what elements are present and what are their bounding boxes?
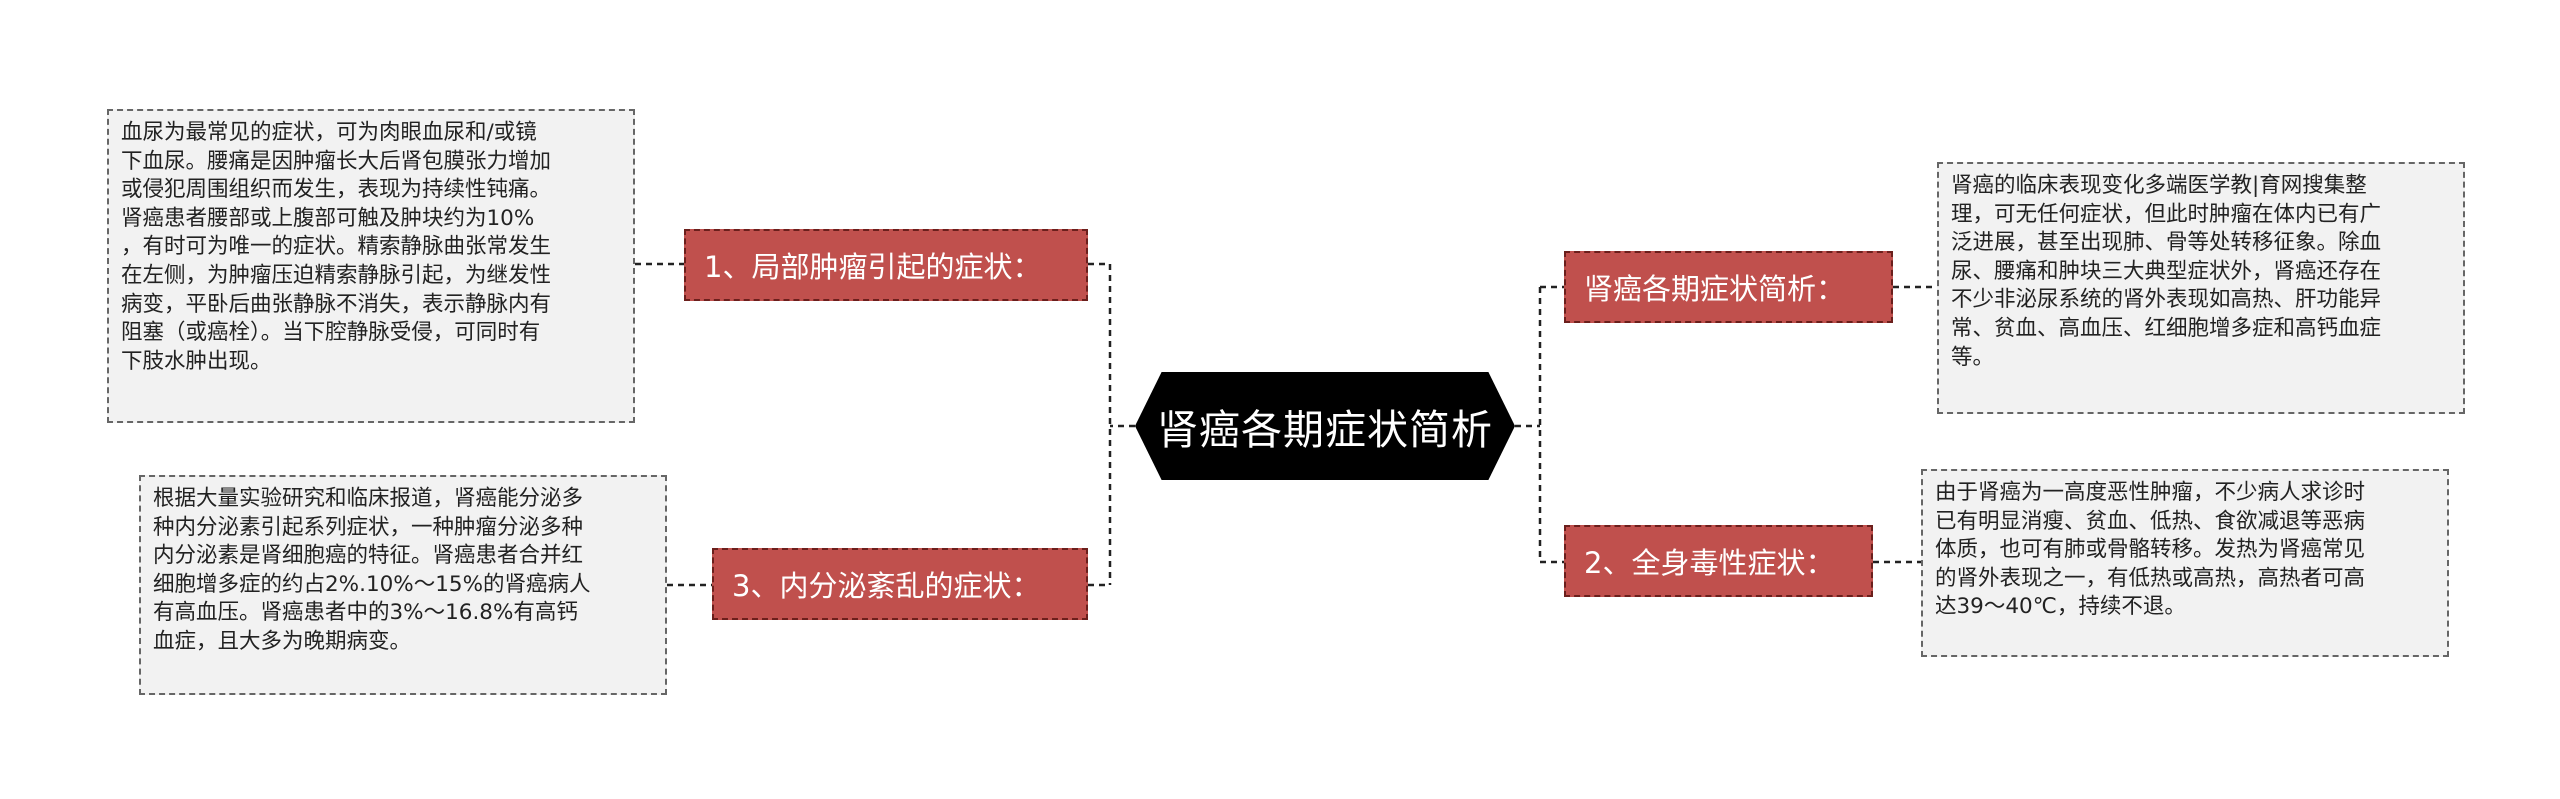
branch-local-tumor-symptoms[interactable]: 1、局部肿瘤引起的症状： <box>684 229 1088 301</box>
note-line: 等。 <box>1951 344 1995 370</box>
central-topic-label: 肾癌各期症状简析 <box>1157 406 1493 454</box>
central-topic[interactable]: 肾癌各期症状简析 <box>1135 372 1515 480</box>
note-line: 下血尿。腰痛是因肿瘤长大后肾包膜张力增加 <box>121 148 552 174</box>
note-line: 的肾外表现之一，有低热或高热，高热者可高 <box>1935 565 2366 591</box>
note-line: 内分泌素是肾细胞癌的特征。肾癌患者合并红 <box>153 543 584 569</box>
note-line: 血尿为最常见的症状，可为肉眼血尿和/或镜 <box>121 120 537 145</box>
branch-label: 1、局部肿瘤引起的症状： <box>704 250 1042 284</box>
note-line: ，有时可为唯一的症状。精索静脉曲张常发生 <box>121 234 552 260</box>
note-line: 肾癌患者腰部或上腹部可触及肿块约为10% <box>121 205 535 231</box>
note-line: 阻塞（或癌栓）。当下腔静脉受侵，可同时有 <box>121 320 541 346</box>
note-line: 种内分泌素引起系列症状，一种肿瘤分泌多种 <box>153 514 584 540</box>
note-line: 根据大量实验研究和临床报道，肾癌能分泌多 <box>153 486 584 511</box>
branch-stage-overview[interactable]: 肾癌各期症状简析： <box>1564 251 1893 323</box>
note-line: 由于肾癌为一高度恶性肿瘤，不少病人求诊时 <box>1935 480 2366 505</box>
note-line: 在左侧，为肿瘤压迫精索静脉引起，为继发性 <box>121 262 552 288</box>
note-line: 有高血压。肾癌患者中的3%～16.8%有高钙 <box>153 600 578 626</box>
note-line: 尿、腰痛和肿块三大典型症状外，肾癌还存在 <box>1951 258 2382 284</box>
note-endocrine-symptoms: 根据大量实验研究和临床报道，肾癌能分泌多 种内分泌素引起系列症状，一种肿瘤分泌多… <box>139 475 667 695</box>
note-line: 不少非泌尿系统的肾外表现如高热、肝功能异 <box>1951 287 2382 313</box>
note-line: 肾癌的临床表现变化多端医学教|育网搜集整 <box>1951 173 2367 198</box>
branch-systemic-toxic-symptoms[interactable]: 2、全身毒性症状： <box>1564 525 1873 597</box>
note-line: 血症，且大多为晚期病变。 <box>153 628 412 654</box>
note-line: 病变，平卧后曲张静脉不消失，表示静脉内有 <box>121 291 552 317</box>
note-line: 泛进展，甚至出现肺、骨等处转移征象。除血 <box>1951 230 2382 256</box>
note-line: 常、贫血、高血压、红细胞增多症和高钙血症 <box>1951 315 2382 341</box>
note-local-tumor-symptoms: 血尿为最常见的症状，可为肉眼血尿和/或镜 下血尿。腰痛是因肿瘤长大后肾包膜张力增… <box>107 109 635 423</box>
note-line: 体质，也可有肺或骨骼转移。发热为肾癌常见 <box>1935 537 2366 563</box>
note-systemic-toxic-symptoms: 由于肾癌为一高度恶性肿瘤，不少病人求诊时 已有明显消瘦、贫血、低热、食欲减退等恶… <box>1921 469 2449 657</box>
connector-right-trunk <box>1515 285 1564 564</box>
note-line: 或侵犯周围组织而发生，表现为持续性钝痛。 <box>121 177 552 203</box>
note-line: 已有明显消瘦、贫血、低热、食欲减退等恶病 <box>1935 508 2366 534</box>
branch-label: 肾癌各期症状简析： <box>1584 272 1846 306</box>
note-line: 细胞增多症的约占2%.10%～15%的肾癌病人 <box>153 571 591 597</box>
note-line: 达39～40℃，持续不退。 <box>1935 594 2186 620</box>
branch-endocrine-symptoms[interactable]: 3、内分泌紊乱的症状： <box>712 548 1088 620</box>
connector-left-trunk <box>1088 262 1135 587</box>
branch-label: 3、内分泌紊乱的症状： <box>732 569 1041 603</box>
note-line: 理，可无任何症状，但此时肿瘤在体内已有广 <box>1951 201 2382 227</box>
note-line: 下肢水肿出现。 <box>121 348 272 374</box>
branch-label: 2、全身毒性症状： <box>1584 546 1835 580</box>
note-stage-overview: 肾癌的临床表现变化多端医学教|育网搜集整 理，可无任何症状，但此时肿瘤在体内已有… <box>1937 162 2465 414</box>
